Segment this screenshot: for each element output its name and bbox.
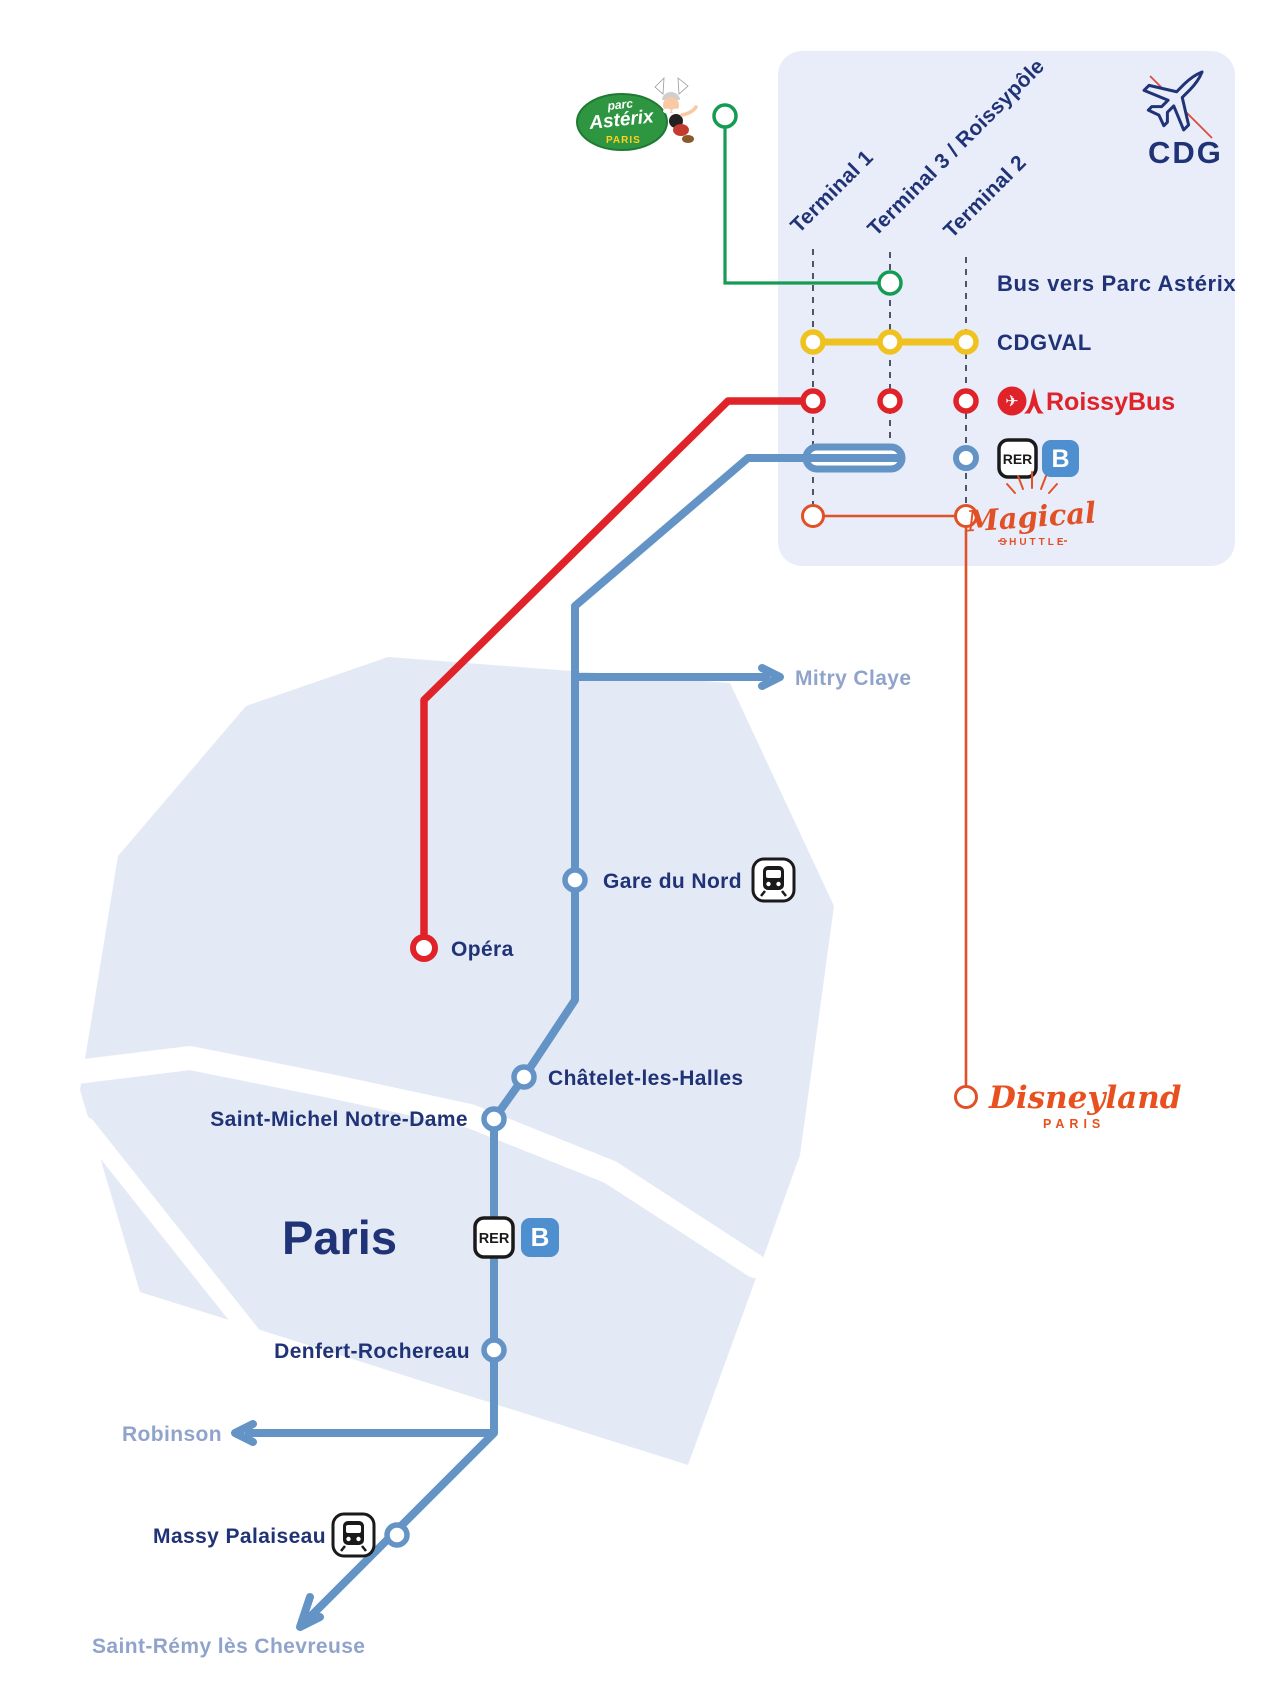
mitry-claye-label: Mitry Claye <box>795 667 911 690</box>
station-nodes <box>384 867 588 1548</box>
asterix-character <box>654 76 698 143</box>
paris-region-polygon <box>80 657 834 1465</box>
rer-badge-label: RER <box>1003 451 1033 467</box>
magical-sub-label: SHUTTLE <box>999 537 1066 548</box>
rerb-t2-node <box>953 445 979 471</box>
saint-remy-label: Saint-Rémy lès Chevreuse <box>92 1635 365 1658</box>
disneyland-terminus-node <box>954 1085 978 1109</box>
bus-asterix-t3-node <box>877 270 903 296</box>
disneyland-logo: Disneyland PARIS <box>988 1080 1181 1131</box>
rer-line-badge-label: B <box>1051 445 1069 473</box>
massy-node <box>384 1522 410 1548</box>
map-rer-line-badge-label: B <box>531 1222 550 1252</box>
rer-b-badges-map: RER B <box>473 1216 559 1259</box>
paris-region-label: Paris <box>282 1211 397 1264</box>
saint-michel-node <box>481 1106 507 1132</box>
cdg-airport-box <box>778 51 1235 566</box>
map-rer-badge-label: RER <box>479 1231 510 1247</box>
paris-region-shape <box>40 657 834 1465</box>
seine-river-band <box>40 1046 767 1278</box>
bus-asterix-line <box>712 103 903 296</box>
chatelet-label: Châtelet-les-Halles <box>548 1067 744 1090</box>
disneyland-sub-label: PARIS <box>1043 1117 1105 1131</box>
denfert-label: Denfert-Rochereau <box>274 1340 470 1363</box>
opera-label: Opéra <box>451 938 514 961</box>
parc-asterix-top-text: parc <box>606 96 634 113</box>
rer-b-badges-airport: RER B <box>997 438 1079 479</box>
gare-du-nord-train-icon <box>751 857 796 903</box>
opera-node <box>410 934 438 962</box>
mitry-arrowhead <box>758 664 784 690</box>
parc-asterix-logo: parc Astérix PARIS <box>576 76 698 151</box>
massy-label: Massy Palaiseau <box>153 1525 326 1548</box>
region-white-cut <box>77 1117 311 1407</box>
saint-remy-arrowhead <box>296 1593 324 1631</box>
parc-asterix-sub-text: PARIS <box>606 135 641 146</box>
roissybus-label: RoissyBus <box>1046 388 1175 416</box>
cdgval-label: CDGVAL <box>997 330 1092 355</box>
massy-train-icon <box>331 1512 376 1558</box>
svg-text:✈: ✈ <box>1005 394 1018 411</box>
chatelet-node <box>511 1064 537 1090</box>
magical-shuttle-line <box>801 504 978 1109</box>
gare-du-nord-node <box>562 867 588 893</box>
denfert-node <box>481 1337 507 1363</box>
rerb-main-line <box>231 454 900 1631</box>
disneyland-label: Disneyland <box>988 1080 1181 1116</box>
robinson-label: Robinson <box>122 1423 222 1446</box>
airport-code: CDG <box>1148 135 1223 170</box>
roissybus-line <box>420 388 979 937</box>
bus-asterix-label: Bus vers Parc Astérix <box>997 271 1236 296</box>
plane-icon <box>1142 70 1213 139</box>
cdgval-line <box>800 329 979 355</box>
parc-asterix-terminus-node <box>712 103 738 129</box>
saint-michel-label: Saint-Michel Notre-Dame <box>210 1108 468 1131</box>
robinson-arrowhead <box>231 1420 257 1446</box>
roissybus-icon: ✈ <box>997 386 1044 416</box>
gare-du-nord-label: Gare du Nord <box>603 870 742 893</box>
